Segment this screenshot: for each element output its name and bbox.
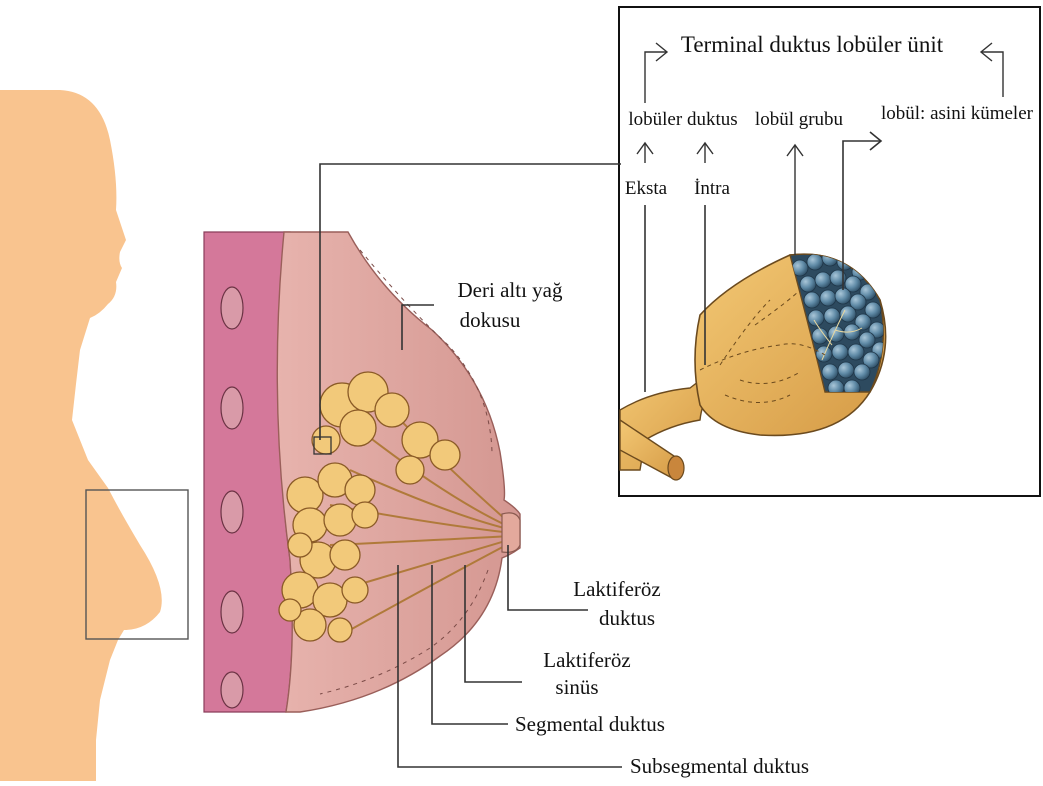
label-laktiferoz-sinus-1: Laktiferöz <box>543 648 630 672</box>
label-lobuler-duktus: lobüler duktus <box>628 109 737 130</box>
label-deri-alti-1: Deri altı yağ <box>458 278 563 302</box>
inset-title: Terminal duktus lobüler ünit <box>681 32 944 57</box>
nipple <box>502 513 520 553</box>
label-laktiferoz-sinus-2: sinüs <box>555 675 598 699</box>
label-lobul-asini: lobül: asini kümeler <box>881 103 1034 124</box>
label-segmental-duktus: Segmental duktus <box>515 712 665 736</box>
label-eksta: Eksta <box>625 178 668 199</box>
body-silhouette <box>0 90 162 781</box>
label-deri-alti-2: dokusu <box>460 308 521 332</box>
label-laktiferoz-duktus-1: Laktiferöz <box>573 577 660 601</box>
label-laktiferoz-duktus-2: duktus <box>599 606 655 630</box>
label-subsegmental-duktus: Subsegmental duktus <box>630 754 809 778</box>
label-lobul-grubu: lobül grubu <box>755 109 844 130</box>
label-intra: İntra <box>694 178 730 199</box>
